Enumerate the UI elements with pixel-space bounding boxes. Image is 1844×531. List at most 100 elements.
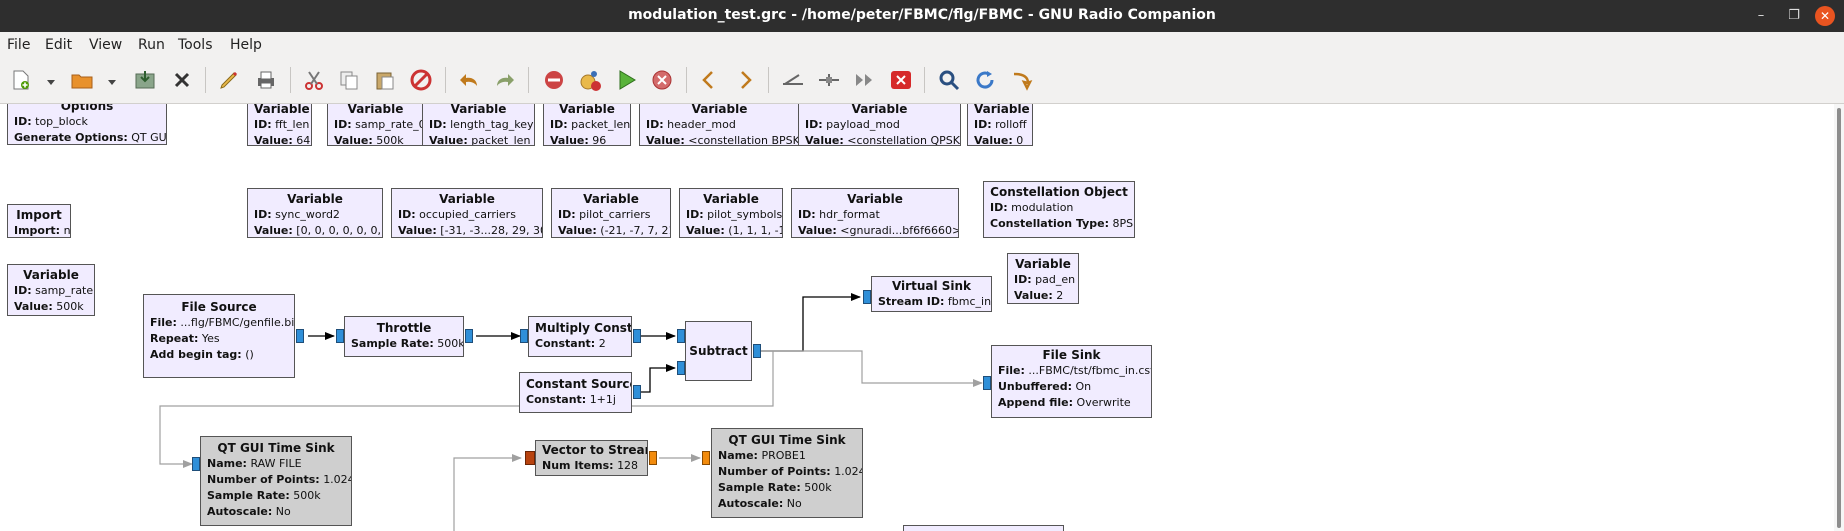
param-value: QT GUI [131,131,167,144]
param-value: No [786,497,802,510]
port-multiply-out[interactable] [633,329,641,343]
open-icon[interactable] [70,68,94,92]
port-vector-to-stream-in[interactable] [525,451,535,465]
connection-to-vector-to-stream[interactable] [453,454,522,531]
block-variable-sync-word2[interactable]: Variable ID: sync_word2 Value: [0, 0, 0,… [247,188,383,238]
port-throttle-in[interactable] [336,329,344,343]
block-subtract[interactable]: Subtract [685,321,752,381]
connection-const-subtract[interactable] [640,364,676,393]
block-options[interactable]: Options ID: top_block Generate Options: … [7,104,167,145]
connection-subtract-file-sink[interactable] [761,350,983,387]
connection-subtract-virtual-sink[interactable] [761,293,861,352]
maximize-button[interactable]: ❐ [1788,8,1800,23]
rotate-cw-icon[interactable] [733,68,757,92]
block-partial-offscreen[interactable] [903,525,1064,531]
block-vector-to-stream[interactable]: Vector to Stream Num Items: 128 [535,440,648,476]
block-qt-gui-time-sink-probe[interactable]: QT GUI Time Sink Name: PROBE1 Number of … [711,428,863,518]
menu-view[interactable]: View [89,37,123,53]
param-label: ID: [429,118,447,131]
generate-icon[interactable] [578,68,602,92]
port-subtract-in0[interactable] [677,329,685,343]
save-icon[interactable] [133,68,157,92]
undo-icon[interactable] [457,68,481,92]
block-title: Variable [450,104,507,116]
delete-icon[interactable] [409,68,433,92]
param-value: ...flg/FBMC/genfile.bin [180,316,295,329]
vertical-scrollbar[interactable] [1834,104,1844,531]
close-icon[interactable] [170,68,194,92]
disable-icon[interactable] [817,68,841,92]
port-throttle-out[interactable] [465,329,473,343]
print-icon[interactable] [254,68,278,92]
rotate-ccw-icon[interactable] [697,68,721,92]
menu-tools[interactable]: Tools [178,37,213,53]
block-variable-samp-rate[interactable]: Variable ID: samp_rate Value: 500k [7,264,95,316]
block-constellation-object[interactable]: Constellation Object ID: modulation Cons… [983,181,1135,238]
port-subtract-out[interactable] [753,344,761,358]
block-title: Variable [23,268,79,282]
param-value: rolloff [995,118,1027,131]
param-value: PROBE1 [761,449,806,462]
cut-icon[interactable] [302,68,326,92]
block-variable-header-mod[interactable]: Variable ID: header_mod Value: <constell… [639,104,800,146]
new-icon[interactable] [9,68,33,92]
menu-help[interactable]: Help [230,37,262,53]
port-file-source-out[interactable] [296,329,304,343]
block-virtual-sink[interactable]: Virtual Sink Stream ID: fbmc_in [871,276,992,312]
param-value: fbmc_in [947,295,992,308]
block-throttle[interactable]: Throttle Sample Rate: 500k [344,316,464,357]
parameters-icon[interactable] [217,68,241,92]
execute-icon[interactable] [614,68,638,92]
open-dropdown-icon[interactable] [107,76,117,85]
block-import[interactable]: Import Import: np [7,204,71,238]
block-variable-payload-mod[interactable]: Variable ID: payload_mod Value: <constel… [798,104,961,146]
kill-icon[interactable] [542,68,566,92]
block-variable-rolloff[interactable]: Variable ID: rolloff Value: 0 [967,104,1033,146]
block-variable-hdr-format[interactable]: Variable ID: hdr_format Value: <gnuradi.… [791,188,959,238]
redo-icon[interactable] [493,68,517,92]
connection-subtract-time-sink-raw[interactable] [159,351,774,468]
port-constant-source-out[interactable] [633,385,641,399]
block-variable-packet-len[interactable]: Variable ID: packet_len Value: 96 [543,104,631,146]
block-variable-occupied-carriers[interactable]: Variable ID: occupied_carriers Value: [-… [391,188,543,238]
block-variable-fft-len[interactable]: Variable ID: fft_len Value: 64 [247,104,312,146]
stop-icon[interactable] [650,68,674,92]
block-file-source[interactable]: File Source File: ...flg/FBMC/genfile.bi… [143,294,295,378]
menu-run[interactable]: Run [138,37,165,53]
paste-icon[interactable] [373,68,397,92]
block-constant-source[interactable]: Constant Source Constant: 1+1j [519,372,632,413]
port-time-sink-probe-in[interactable] [702,451,710,465]
port-virtual-sink-in[interactable] [863,290,871,304]
reload-icon[interactable] [973,68,997,92]
block-variable-length-tag-key[interactable]: Variable ID: length_tag_key Value: packe… [422,104,535,146]
bypass-icon[interactable] [853,68,877,92]
block-variable-pilot-carriers[interactable]: Variable ID: pilot_carriers Value: (-21,… [551,188,671,238]
menu-file[interactable]: File [7,37,31,53]
block-qt-gui-time-sink-raw[interactable]: QT GUI Time Sink Name: RAW FILE Number o… [200,436,352,526]
copy-icon[interactable] [337,68,361,92]
scrollbar-thumb[interactable] [1837,108,1841,528]
minimize-button[interactable]: – [1757,8,1765,23]
new-dropdown-icon[interactable] [46,76,56,85]
block-file-sink[interactable]: File Sink File: ...FBMC/tst/fbmc_in.csv … [991,345,1152,418]
port-multiply-in[interactable] [520,329,528,343]
param-value: 128 [617,459,639,472]
param-label: Value: [254,224,293,237]
toolbar-separator [445,67,446,93]
port-subtract-in1[interactable] [677,361,685,375]
port-file-sink-in[interactable] [983,376,991,390]
errors-icon[interactable] [889,68,913,92]
block-variable-pad-en[interactable]: Variable ID: pad_en Value: 2 [1007,253,1079,304]
port-time-sink-raw-in[interactable] [192,457,200,471]
block-variable-samp-rate-0[interactable]: Variable ID: samp_rate_0 Value: 500k [327,104,424,146]
param-value: sync_word2 [275,208,340,221]
more-icon[interactable] [1009,68,1033,92]
menu-edit[interactable]: Edit [45,37,73,53]
enable-icon[interactable] [781,68,805,92]
block-variable-pilot-symbols[interactable]: Variable ID: pilot_symbols Value: (1, 1,… [679,188,783,238]
flowgraph-canvas[interactable]: Options ID: top_block Generate Options: … [0,104,1834,531]
find-icon[interactable] [937,68,961,92]
close-window-button[interactable]: ✕ [1815,6,1835,26]
block-multiply-const[interactable]: Multiply Const Constant: 2 [528,316,632,357]
port-vector-to-stream-out[interactable] [649,451,657,465]
